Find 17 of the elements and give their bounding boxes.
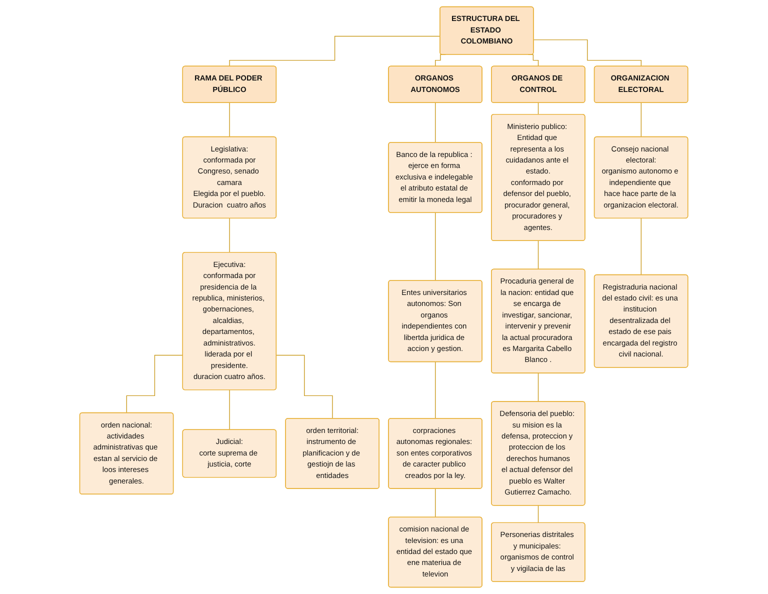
connector xyxy=(435,362,436,419)
connector xyxy=(641,218,642,276)
connector xyxy=(538,102,539,115)
connector xyxy=(229,102,230,138)
connector xyxy=(435,212,436,281)
connector xyxy=(534,40,642,67)
connector xyxy=(538,505,539,524)
connector xyxy=(435,102,436,143)
connector xyxy=(229,390,230,430)
connector xyxy=(276,354,334,419)
connector xyxy=(538,240,539,270)
connector xyxy=(641,102,642,138)
connector xyxy=(229,218,230,253)
connector xyxy=(435,488,436,518)
connector xyxy=(538,372,539,402)
connector xyxy=(229,36,441,67)
connector xyxy=(126,354,184,414)
